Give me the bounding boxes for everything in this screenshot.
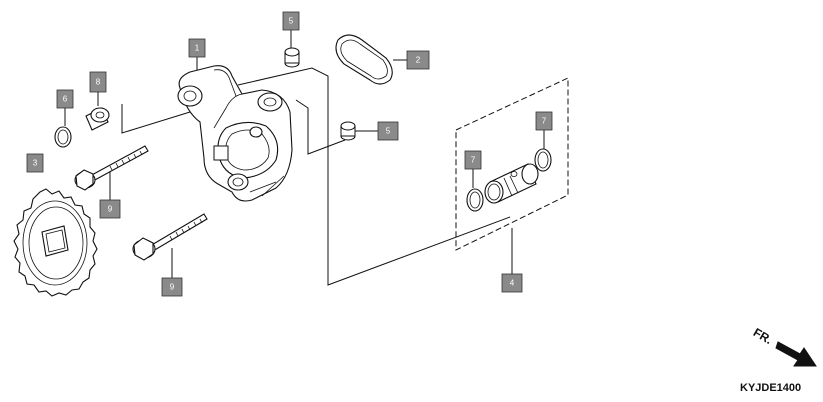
callout-part-9-lower[interactable]: 9 xyxy=(161,277,183,297)
callout-label: 7 xyxy=(542,117,547,126)
leader-lines xyxy=(64,30,545,286)
driven-gear xyxy=(13,188,98,297)
callout-label: 9 xyxy=(108,205,113,214)
callout-part-1[interactable]: 1 xyxy=(188,38,206,58)
callout-label: 8 xyxy=(96,78,101,87)
callout-label: 5 xyxy=(386,127,391,136)
oil-pump-body xyxy=(177,65,293,202)
front-direction-indicator: FR. xyxy=(751,325,817,367)
collar-part xyxy=(85,107,110,131)
callout-label: 6 xyxy=(63,95,68,104)
callout-part-8[interactable]: 8 xyxy=(89,71,107,93)
callout-part-4[interactable]: 4 xyxy=(501,273,523,293)
callout-label: 7 xyxy=(471,156,476,165)
relief-valve xyxy=(484,163,539,204)
valve-assembly-outline xyxy=(455,77,569,251)
o-ring-left xyxy=(466,188,484,212)
callout-part-5-upper[interactable]: 5 xyxy=(282,11,300,31)
dowel-pin-lower xyxy=(340,121,356,141)
flange-bolt-lower xyxy=(132,213,208,261)
callout-part-9-upper[interactable]: 9 xyxy=(99,199,121,219)
flange-bolt-upper xyxy=(74,145,149,191)
callout-label: 9 xyxy=(170,283,175,292)
callout-part-7-left[interactable]: 7 xyxy=(464,150,482,170)
front-direction-arrow-icon xyxy=(775,341,817,367)
callout-label: 2 xyxy=(416,56,421,65)
callout-part-6[interactable]: 6 xyxy=(56,89,74,109)
callout-label: 3 xyxy=(33,159,38,168)
dowel-pin-upper xyxy=(284,47,300,68)
drawing-code: KYJDE1400 xyxy=(740,382,801,394)
callout-label: 4 xyxy=(510,279,515,288)
callout-label: 5 xyxy=(289,17,294,26)
o-ring-small xyxy=(54,126,72,148)
gasket-part xyxy=(335,34,393,85)
o-ring-right xyxy=(534,148,552,172)
callout-part-2[interactable]: 2 xyxy=(406,50,430,70)
callout-part-7-right[interactable]: 7 xyxy=(535,111,553,131)
front-direction-label: FR. xyxy=(751,325,775,347)
callout-part-5-lower[interactable]: 5 xyxy=(377,121,399,141)
callout-part-3[interactable]: 3 xyxy=(26,153,44,173)
callout-label: 1 xyxy=(195,44,200,53)
